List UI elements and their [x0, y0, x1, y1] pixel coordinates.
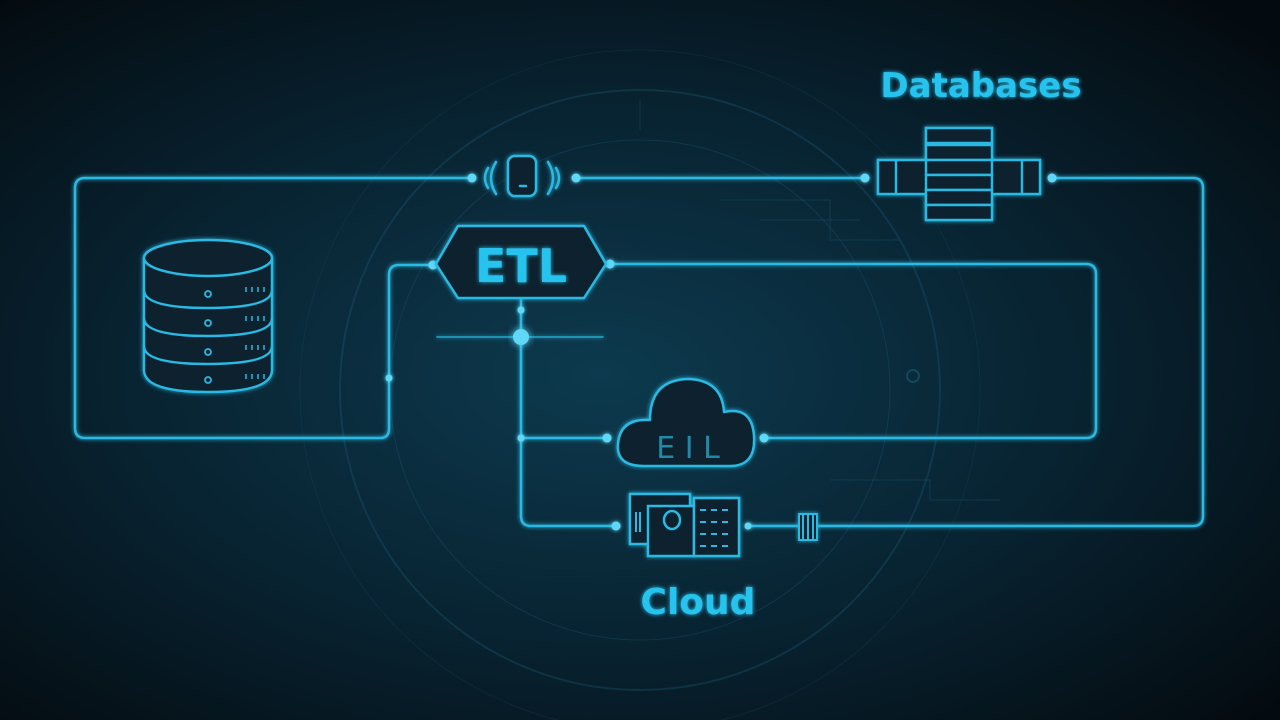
junction-dots [385, 173, 1057, 531]
hexagon-badge-icon [434, 224, 608, 300]
junction-node-icon [513, 329, 529, 345]
cloud-etl-label: E I L [656, 431, 720, 466]
cloud-label: Cloud [641, 582, 756, 623]
line-databases-right [806, 176, 1205, 528]
background-traces [639, 100, 1000, 501]
line-hub-server [519, 436, 618, 528]
server-panel-icon [628, 492, 741, 558]
database-stack-icon [142, 238, 274, 394]
line-left-loop [73, 176, 474, 440]
mini-chip-icon [798, 513, 818, 541]
cloud-icon [616, 377, 756, 468]
databases-label: Databases [880, 66, 1081, 106]
phone-connector-icon [483, 154, 561, 198]
etl-label: ETL [475, 239, 567, 293]
database-server-icon [876, 126, 1042, 222]
line-etl-right [608, 262, 1098, 440]
